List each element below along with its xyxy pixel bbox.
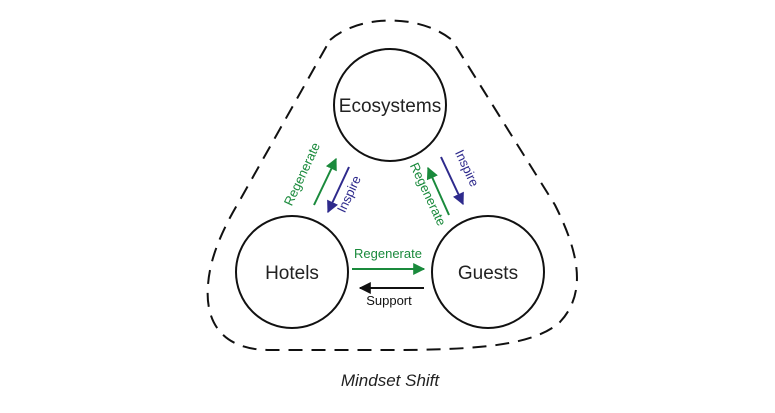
node-guests: Guests <box>431 215 545 329</box>
node-guests-label: Guests <box>458 263 518 284</box>
node-ecosystems: Ecosystems <box>333 48 447 162</box>
edge-label-ecosystems-to-hotels: Inspire <box>334 173 364 215</box>
arrow-ecosystems-to-hotels <box>327 166 350 214</box>
arrow-guests-to-ecosystems <box>426 166 450 216</box>
mindset-boundary <box>206 19 578 351</box>
diagram-caption: Mindset Shift <box>341 371 441 390</box>
node-ecosystems-label: Ecosystems <box>339 96 441 117</box>
node-hotels-label: Hotels <box>265 263 319 284</box>
edge-label-ecosystems-to-guests: Inspire <box>452 147 482 189</box>
edge-label-hotels-to-guests: Regenerate <box>354 246 422 261</box>
arrow-hotels-to-ecosystems <box>313 157 337 206</box>
edge-label-guests-to-hotels: Support <box>366 293 412 308</box>
node-hotels: Hotels <box>235 215 349 329</box>
arrow-ecosystems-to-guests <box>440 156 464 206</box>
